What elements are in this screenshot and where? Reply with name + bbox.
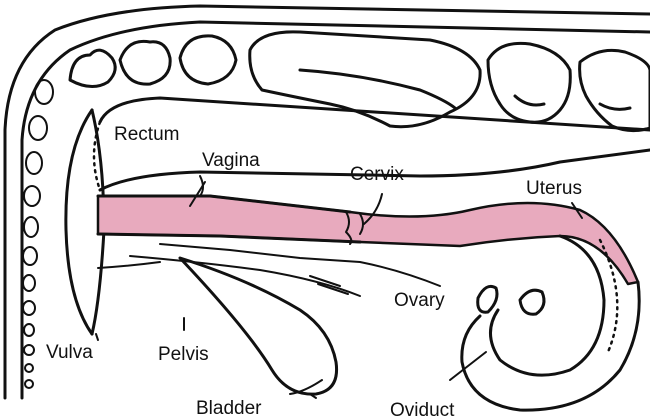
label-vagina: Vagina (202, 150, 260, 171)
label-rectum: Rectum (114, 124, 179, 145)
label-uterus: Uterus (526, 178, 582, 199)
spinal-vertebrae (70, 32, 650, 131)
tract-fill (98, 196, 638, 284)
label-oviduct: Oviduct (390, 400, 455, 418)
label-bladder: Bladder (196, 398, 262, 418)
ovary (478, 286, 544, 314)
broad-ligament (98, 244, 440, 296)
bladder (180, 258, 337, 398)
label-vulva: Vulva (46, 342, 93, 363)
label-cervix: Cervix (350, 164, 404, 185)
label-ovary: Ovary (394, 290, 445, 311)
label-pelvis: Pelvis (158, 344, 209, 365)
